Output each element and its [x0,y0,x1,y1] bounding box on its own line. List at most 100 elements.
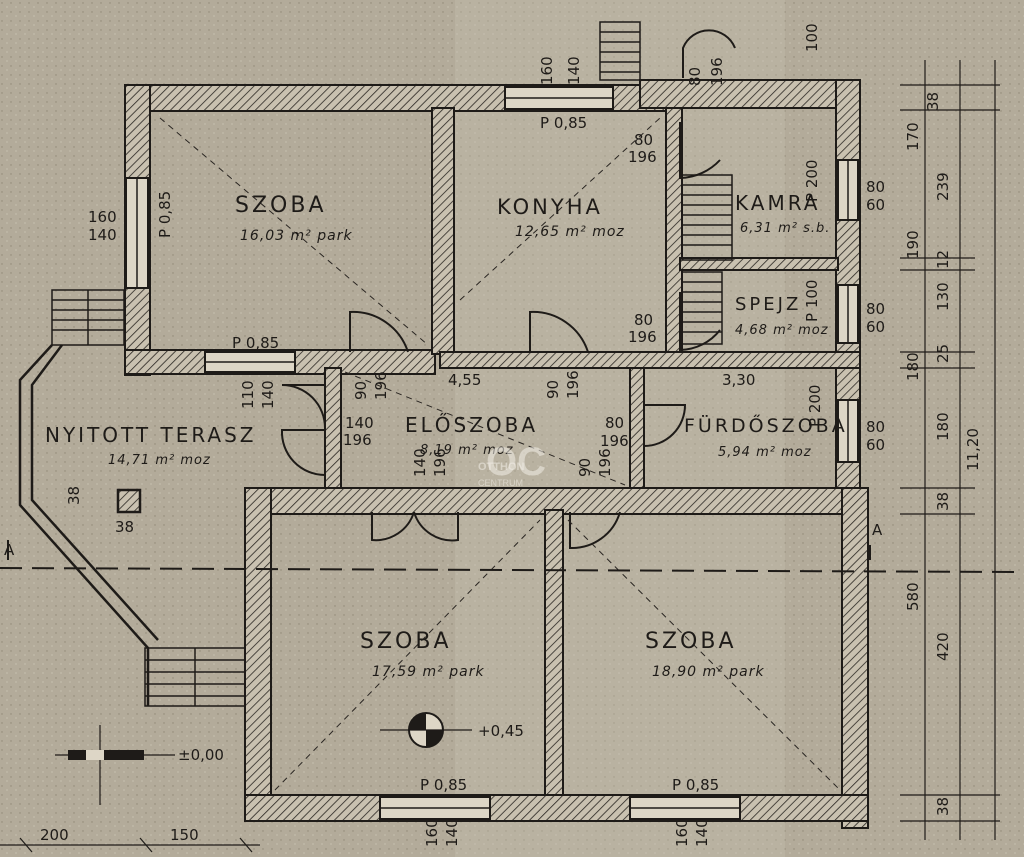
dim-r1-170: 170 [904,122,922,151]
window-spajz-width: 80 [866,300,885,318]
bath-width: 3,30 [722,371,755,389]
section-markers [7,540,871,560]
sill-sw-bottom: P 0,85 [420,776,467,794]
room-name-szoba-sw: SZOBA [360,629,452,654]
window-se-width: 160 [673,818,691,847]
door-sw-height: 196 [431,448,449,477]
section-letter-left: A [4,541,15,559]
door-kamra-width: 80 [634,131,653,149]
room-name-szoba-se: SZOBA [645,629,737,654]
sill-left: P 0,85 [156,191,174,238]
dim-r1-190: 190 [904,230,922,259]
sill-spajz: P 100 [803,280,821,322]
dim-r1-580: 580 [904,582,922,611]
window-kamra-width: 80 [866,178,885,196]
window-left-height: 140 [88,226,117,244]
window-top-width: 160 [538,56,556,85]
watermark: OC OTTHON CENTRUM [478,440,546,488]
room-area-szoba-sw: 17,59 m² park [372,664,485,680]
door-swing-terasz [280,384,326,477]
wall-top-right [639,79,859,109]
room-name-spajz: SPEJZ [735,294,801,315]
door-entry-width: 80 [686,67,704,86]
door-room-hall-height: 196 [372,371,390,400]
door-se-height: 196 [596,448,614,477]
door-swing-szoba [349,310,409,353]
watermark-line2: CENTRUM [478,478,523,488]
room-name-szoba-nw: SZOBA [235,193,327,218]
window-hall-width: 110 [239,380,257,409]
section-line [0,567,1024,573]
door-swings [280,29,736,550]
dim-r2-239: 239 [934,172,952,201]
dimension-lines [0,60,1000,853]
watermark-line1: OTTHON [478,461,524,473]
room-area-szoba-se: 18,90 m² park [652,664,765,680]
floor-level-symbol [380,712,472,748]
window-kamra-height: 60 [866,196,885,214]
door-spajz-height: 196 [628,328,657,346]
room-name-terasz: NYITOTT TERASZ [45,423,257,447]
wall-bottom [244,794,869,822]
room-area-terasz: 14,71 m² moz [108,453,211,468]
dim-r2-12: 12 [934,250,952,269]
dim-r1-38a: 38 [924,92,942,111]
door-bath-width: 80 [605,414,624,432]
door-kitchen-width: 90 [544,380,562,399]
wall-hall-left [324,367,342,491]
door-entry-height: 196 [708,57,726,86]
dim-r2-25: 25 [934,344,952,363]
window-sw-width: 160 [423,818,441,847]
room-area-furdoszoba: 5,94 m² moz [718,445,812,460]
level-bar [68,750,144,760]
room-name-eloszoba: ELŐSZOBA [405,413,538,437]
wall-spajz-bottom [439,351,861,369]
window-bath-height: 60 [866,436,885,454]
door-swing-spajz [679,292,721,352]
stair-entry [599,21,641,81]
door-swing-kamra [679,122,721,180]
dim-r2-130: 130 [934,282,952,311]
door-swing-szoba-se [569,511,621,550]
room-area-konyha: 12,65 m² moz [515,224,625,240]
room-area-spajz: 4,68 m² moz [735,323,829,338]
door-sw-width: 140 [411,448,429,477]
door-bath-height: 196 [600,432,629,450]
level-floor: +0,45 [478,722,524,740]
hall-width: 4,55 [448,371,481,389]
room-area-szoba-nw: 16,03 m² park [240,228,353,244]
dim-r1-180: 180 [904,352,922,381]
door-swing-konyha [529,310,589,353]
window-spajz-height: 60 [866,318,885,336]
wall-right-lower [841,487,869,829]
room-name-kamra: KAMRA [735,191,820,215]
sill-nw-bottom: P 0,85 [232,334,279,352]
sill-kamra: P 200 [803,160,821,202]
dim-bottom-200: 200 [40,826,69,844]
pillar-height: 38 [65,486,83,505]
door-terrace-width: 140 [345,414,374,432]
terrace-pillar [116,488,142,514]
door-kitchen-height: 196 [564,370,582,399]
sill-se-bottom: P 0,85 [672,776,719,794]
window-bath-width: 80 [866,418,885,436]
wall-sw-se [544,509,564,811]
room-diagonals [159,117,841,791]
pillar-width: 38 [115,518,134,536]
dim-r2-420: 420 [934,632,952,661]
window-sw-height: 140 [443,818,461,847]
door-room-hall-width: 90 [352,381,370,400]
dim-r1-38c: 38 [934,797,952,816]
section-letter-right: A [872,521,883,539]
level-bar-gap [86,750,104,760]
stairs [51,21,733,707]
watermark-logo: OC [486,440,546,484]
window-hall-height: 140 [259,380,277,409]
dim-r1-38b: 38 [934,492,952,511]
door-se-width: 90 [576,458,594,477]
window-top-height: 140 [565,56,583,85]
wall-szoba-konyha [431,107,455,355]
door-kamra-height: 196 [628,148,657,166]
room-name-konyha: KONYHA [497,195,603,219]
